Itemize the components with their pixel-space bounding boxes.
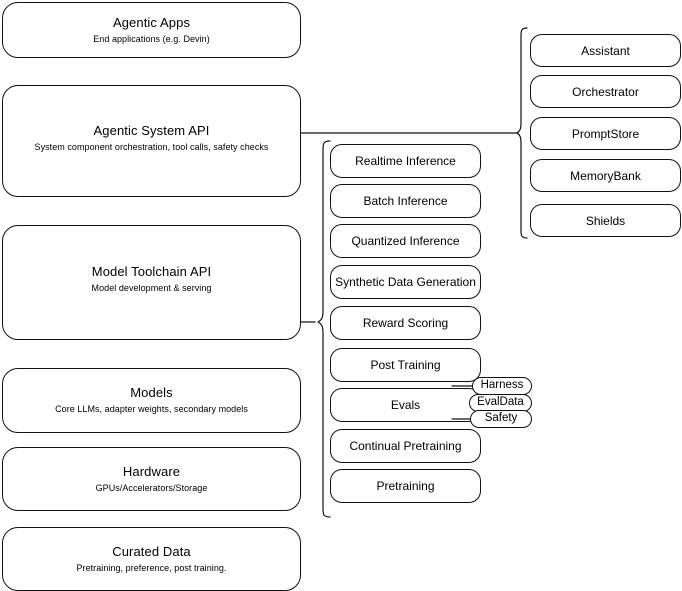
toolchain-component-synthetic-data-generation[interactable]: Synthetic Data Generation (330, 265, 481, 299)
toolchain-component-evals[interactable]: Evals (330, 388, 481, 422)
toolchain-component-post-training[interactable]: Post Training (330, 348, 481, 382)
brace-model-toolchain-components (317, 140, 331, 518)
layer-subtitle: GPUs/Accelerators/Storage (95, 482, 208, 493)
component-label: Synthetic Data Generation (335, 275, 476, 289)
layer-title: Agentic System API (93, 123, 210, 138)
agentic-component-orchestrator[interactable]: Orchestrator (530, 75, 681, 108)
component-label: Realtime Inference (355, 154, 456, 168)
layer-title: Hardware (122, 463, 181, 479)
layer-title: Agentic Apps (112, 14, 191, 30)
agentic-component-memorybank[interactable]: MemoryBank (530, 159, 681, 192)
layer-title: Model Toolchain API (91, 264, 212, 279)
eval-tag-label: Harness (480, 379, 524, 392)
brace-agentic-system-components (516, 27, 528, 239)
layer-box-models[interactable]: Models Core LLMs, adapter weights, secon… (2, 368, 301, 433)
agentic-component-promptstore[interactable]: PromptStore (530, 117, 681, 150)
eval-tag-safety[interactable]: Safety (470, 410, 532, 428)
component-label: PromptStore (571, 126, 640, 141)
component-label: Continual Pretraining (349, 439, 462, 453)
layer-box-curated-data[interactable]: Curated Data Pretraining, preference, po… (2, 527, 301, 591)
component-label: Batch Inference (363, 194, 448, 208)
eval-tag-label: EvalData (477, 396, 524, 409)
toolchain-component-reward-scoring[interactable]: Reward Scoring (330, 306, 481, 340)
layer-subtitle: Pretraining, preference, post training. (76, 562, 227, 573)
component-label: Evals (390, 398, 421, 412)
eval-tag-label: Safety (484, 412, 518, 425)
layer-title: Models (130, 385, 173, 400)
agentic-component-shields[interactable]: Shields (530, 204, 681, 237)
agentic-component-assistant[interactable]: Assistant (530, 34, 681, 67)
toolchain-component-batch-inference[interactable]: Batch Inference (330, 184, 481, 218)
toolchain-component-quantized-inference[interactable]: Quantized Inference (330, 224, 481, 258)
component-label: Reward Scoring (362, 316, 449, 330)
layer-box-agentic-apps[interactable]: Agentic Apps End applications (e.g. Devi… (2, 2, 301, 58)
layer-box-hardware[interactable]: Hardware GPUs/Accelerators/Storage (2, 447, 301, 511)
layer-subtitle: Model development & serving (91, 283, 212, 293)
layer-box-agentic-system-api[interactable]: Agentic System API System component orch… (2, 85, 301, 197)
component-label: Quantized Inference (351, 234, 460, 248)
component-label: Assistant (581, 43, 630, 58)
component-label: Orchestrator (572, 84, 639, 99)
component-label: Pretraining (376, 479, 435, 493)
toolchain-component-realtime-inference[interactable]: Realtime Inference (330, 144, 481, 178)
layer-title: Curated Data (112, 543, 191, 559)
component-label: Post Training (370, 358, 441, 372)
toolchain-component-continual-pretraining[interactable]: Continual Pretraining (330, 429, 481, 463)
component-label: MemoryBank (570, 168, 641, 183)
layer-subtitle: End applications (e.g. Devin) (93, 33, 210, 44)
toolchain-component-pretraining[interactable]: Pretraining (330, 469, 481, 503)
eval-tag-harness[interactable]: Harness (472, 377, 532, 395)
component-label: Shields (585, 213, 626, 228)
layer-subtitle: System component orchestration, tool cal… (34, 142, 269, 152)
layer-subtitle: Core LLMs, adapter weights, secondary mo… (55, 404, 248, 414)
layer-box-model-toolchain-api[interactable]: Model Toolchain API Model development & … (2, 225, 301, 340)
